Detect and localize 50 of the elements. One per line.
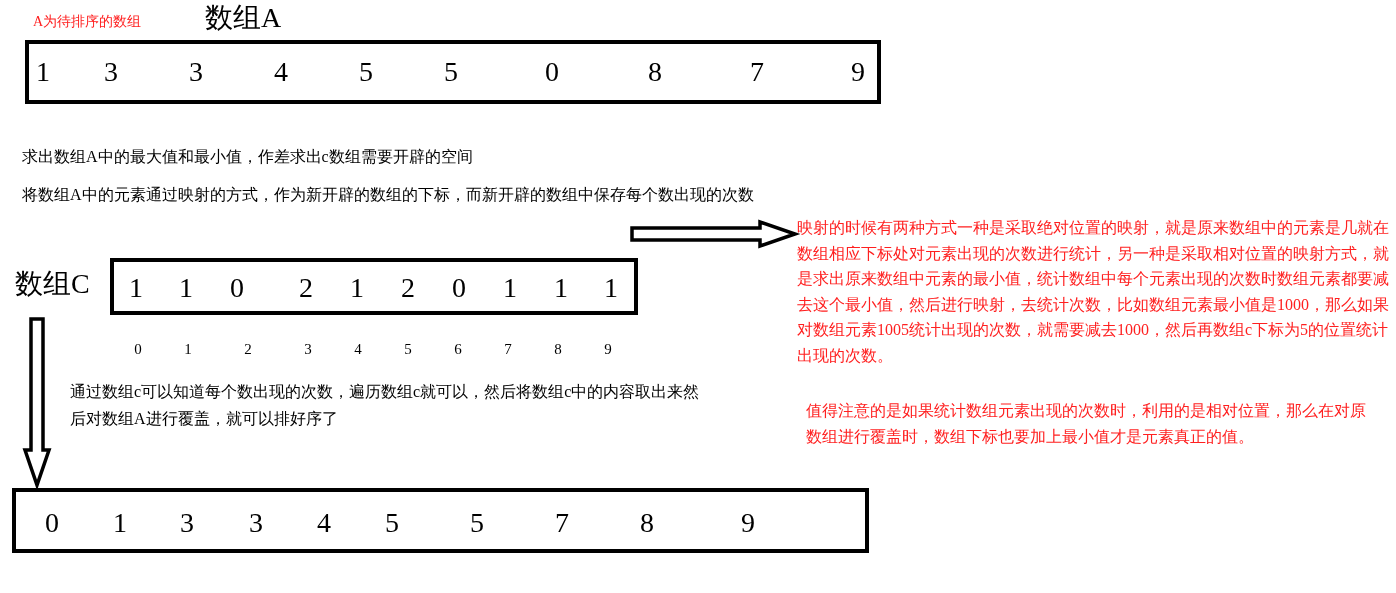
- index-label: 4: [354, 340, 362, 359]
- array-value: 1: [36, 56, 50, 88]
- array-value: 1: [113, 507, 127, 539]
- array-value: 0: [45, 507, 59, 539]
- array-value: 4: [274, 56, 288, 88]
- index-label: 5: [404, 340, 412, 359]
- array-value: 3: [189, 56, 203, 88]
- index-label: 9: [604, 340, 612, 359]
- array-value: 2: [401, 272, 415, 304]
- array-value: 5: [470, 507, 484, 539]
- note-text: 值得注意的是如果统计数组元素出现的次数时，利用的是相对位置，那么在对原数组进行覆盖时，数组下标也要加上最小值才是元素真正的值。: [806, 401, 1367, 447]
- index-label: 3: [304, 340, 312, 359]
- array-value: 1: [604, 272, 618, 304]
- note-text: 映射的时候有两种方式一种是采取绝对位置的映射，就是原来数组中的元素是几就在数组相应下标处对元素出现的次数进行统计，另一种是采取相对位置的映射方式，就是求出原来数组中元素的最小值，统计数组中每个元素出现的次数时数组元素都要减去这个最小值，然后进行映射，去统计次数，比如数组元素最小值是1000，那么如果对数组元素1005统计出现的次数，就需要减去1000，然后再数组c下标为5的位置统计出现的次数。: [797, 218, 1389, 366]
- array-value: 5: [385, 507, 399, 539]
- array-value: 3: [180, 507, 194, 539]
- array-value: 2: [299, 272, 313, 304]
- array-value: 0: [452, 272, 466, 304]
- array-value: 7: [555, 507, 569, 539]
- array-title: 数组C: [15, 268, 90, 300]
- index-label: 0: [134, 340, 142, 359]
- array-title: 数组A: [205, 2, 282, 34]
- step-text: 将数组A中的元素通过映射的方式，作为新开辟的数组的下标，而新开辟的数组中保存每个数出现的次数: [22, 185, 755, 205]
- index-label: 2: [244, 340, 252, 359]
- step-text: 求出数组A中的最大值和最小值，作差求出c数组需要开辟的空间: [22, 147, 474, 167]
- array-value: 0: [545, 56, 559, 88]
- array-value: 1: [350, 272, 364, 304]
- array-value: 4: [317, 507, 331, 539]
- array-value: 5: [444, 56, 458, 88]
- array-value: 0: [230, 272, 244, 304]
- index-label: 7: [504, 340, 512, 359]
- array-value: 1: [554, 272, 568, 304]
- array-value: 3: [104, 56, 118, 88]
- index-label: 6: [454, 340, 462, 359]
- array-value: 7: [750, 56, 764, 88]
- index-label: 1: [184, 340, 192, 359]
- array-value: 9: [851, 56, 865, 88]
- index-label: 8: [554, 340, 562, 359]
- array-value: 1: [503, 272, 517, 304]
- array-value: 9: [741, 507, 755, 539]
- block-arrow: [22, 317, 52, 491]
- array-value: 3: [249, 507, 263, 539]
- array-value: 8: [640, 507, 654, 539]
- caption-text: A为待排序的数组: [33, 13, 143, 31]
- array-value: 5: [359, 56, 373, 88]
- block-arrow: [630, 219, 801, 249]
- array-value: 1: [179, 272, 193, 304]
- array-value: 8: [648, 56, 662, 88]
- array-value: 1: [129, 272, 143, 304]
- step-text: 通过数组c可以知道每个数出现的次数，遍历数组c就可以，然后将数组c中的内容取出来然后对数组A进行覆盖，就可以排好序了: [70, 382, 701, 429]
